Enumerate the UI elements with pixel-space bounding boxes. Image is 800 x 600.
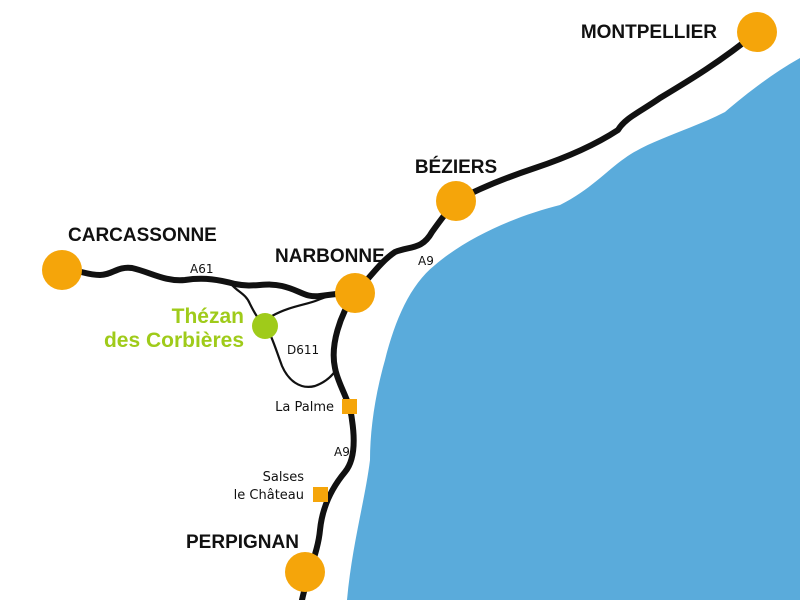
road-label-a9-south: A9 [334, 445, 350, 459]
road-label-a61: A61 [190, 262, 213, 276]
city-label-narbonne: NARBONNE [275, 246, 385, 267]
toll-label-salses-line2: le Château [234, 488, 304, 503]
road-d611 [264, 324, 338, 388]
road-label-d611: D611 [287, 343, 319, 357]
city-label-carcassonne: CARCASSONNE [68, 225, 217, 246]
toll-label-salses-line1: Salses [263, 470, 305, 485]
highlight-label-line2: des Corbières [104, 329, 244, 352]
highlight-dot-thezan [252, 313, 278, 339]
city-label-beziers: BÉZIERS [415, 156, 497, 178]
road-label-a9-north: A9 [418, 254, 434, 268]
road-network [59, 29, 760, 600]
road-a61 [59, 264, 358, 300]
city-dot-carcassonne [42, 250, 82, 290]
city-label-perpignan: PERPIGNAN [186, 532, 299, 553]
city-dot-montpellier [737, 12, 777, 52]
toll-label-la-palme: La Palme [275, 400, 334, 415]
road-local-east [270, 292, 337, 318]
road-a9-south [299, 290, 358, 600]
highlight-label-line1: Thézan [172, 305, 244, 328]
toll-marker-la-palme [342, 399, 357, 414]
toll-marker-salses [313, 487, 328, 502]
road-a9-east [453, 29, 760, 204]
city-dot-perpignan [285, 552, 325, 592]
city-dot-beziers [436, 181, 476, 221]
city-label-montpellier: MONTPELLIER [581, 22, 717, 43]
sea [347, 58, 800, 600]
city-dot-narbonne [335, 273, 375, 313]
